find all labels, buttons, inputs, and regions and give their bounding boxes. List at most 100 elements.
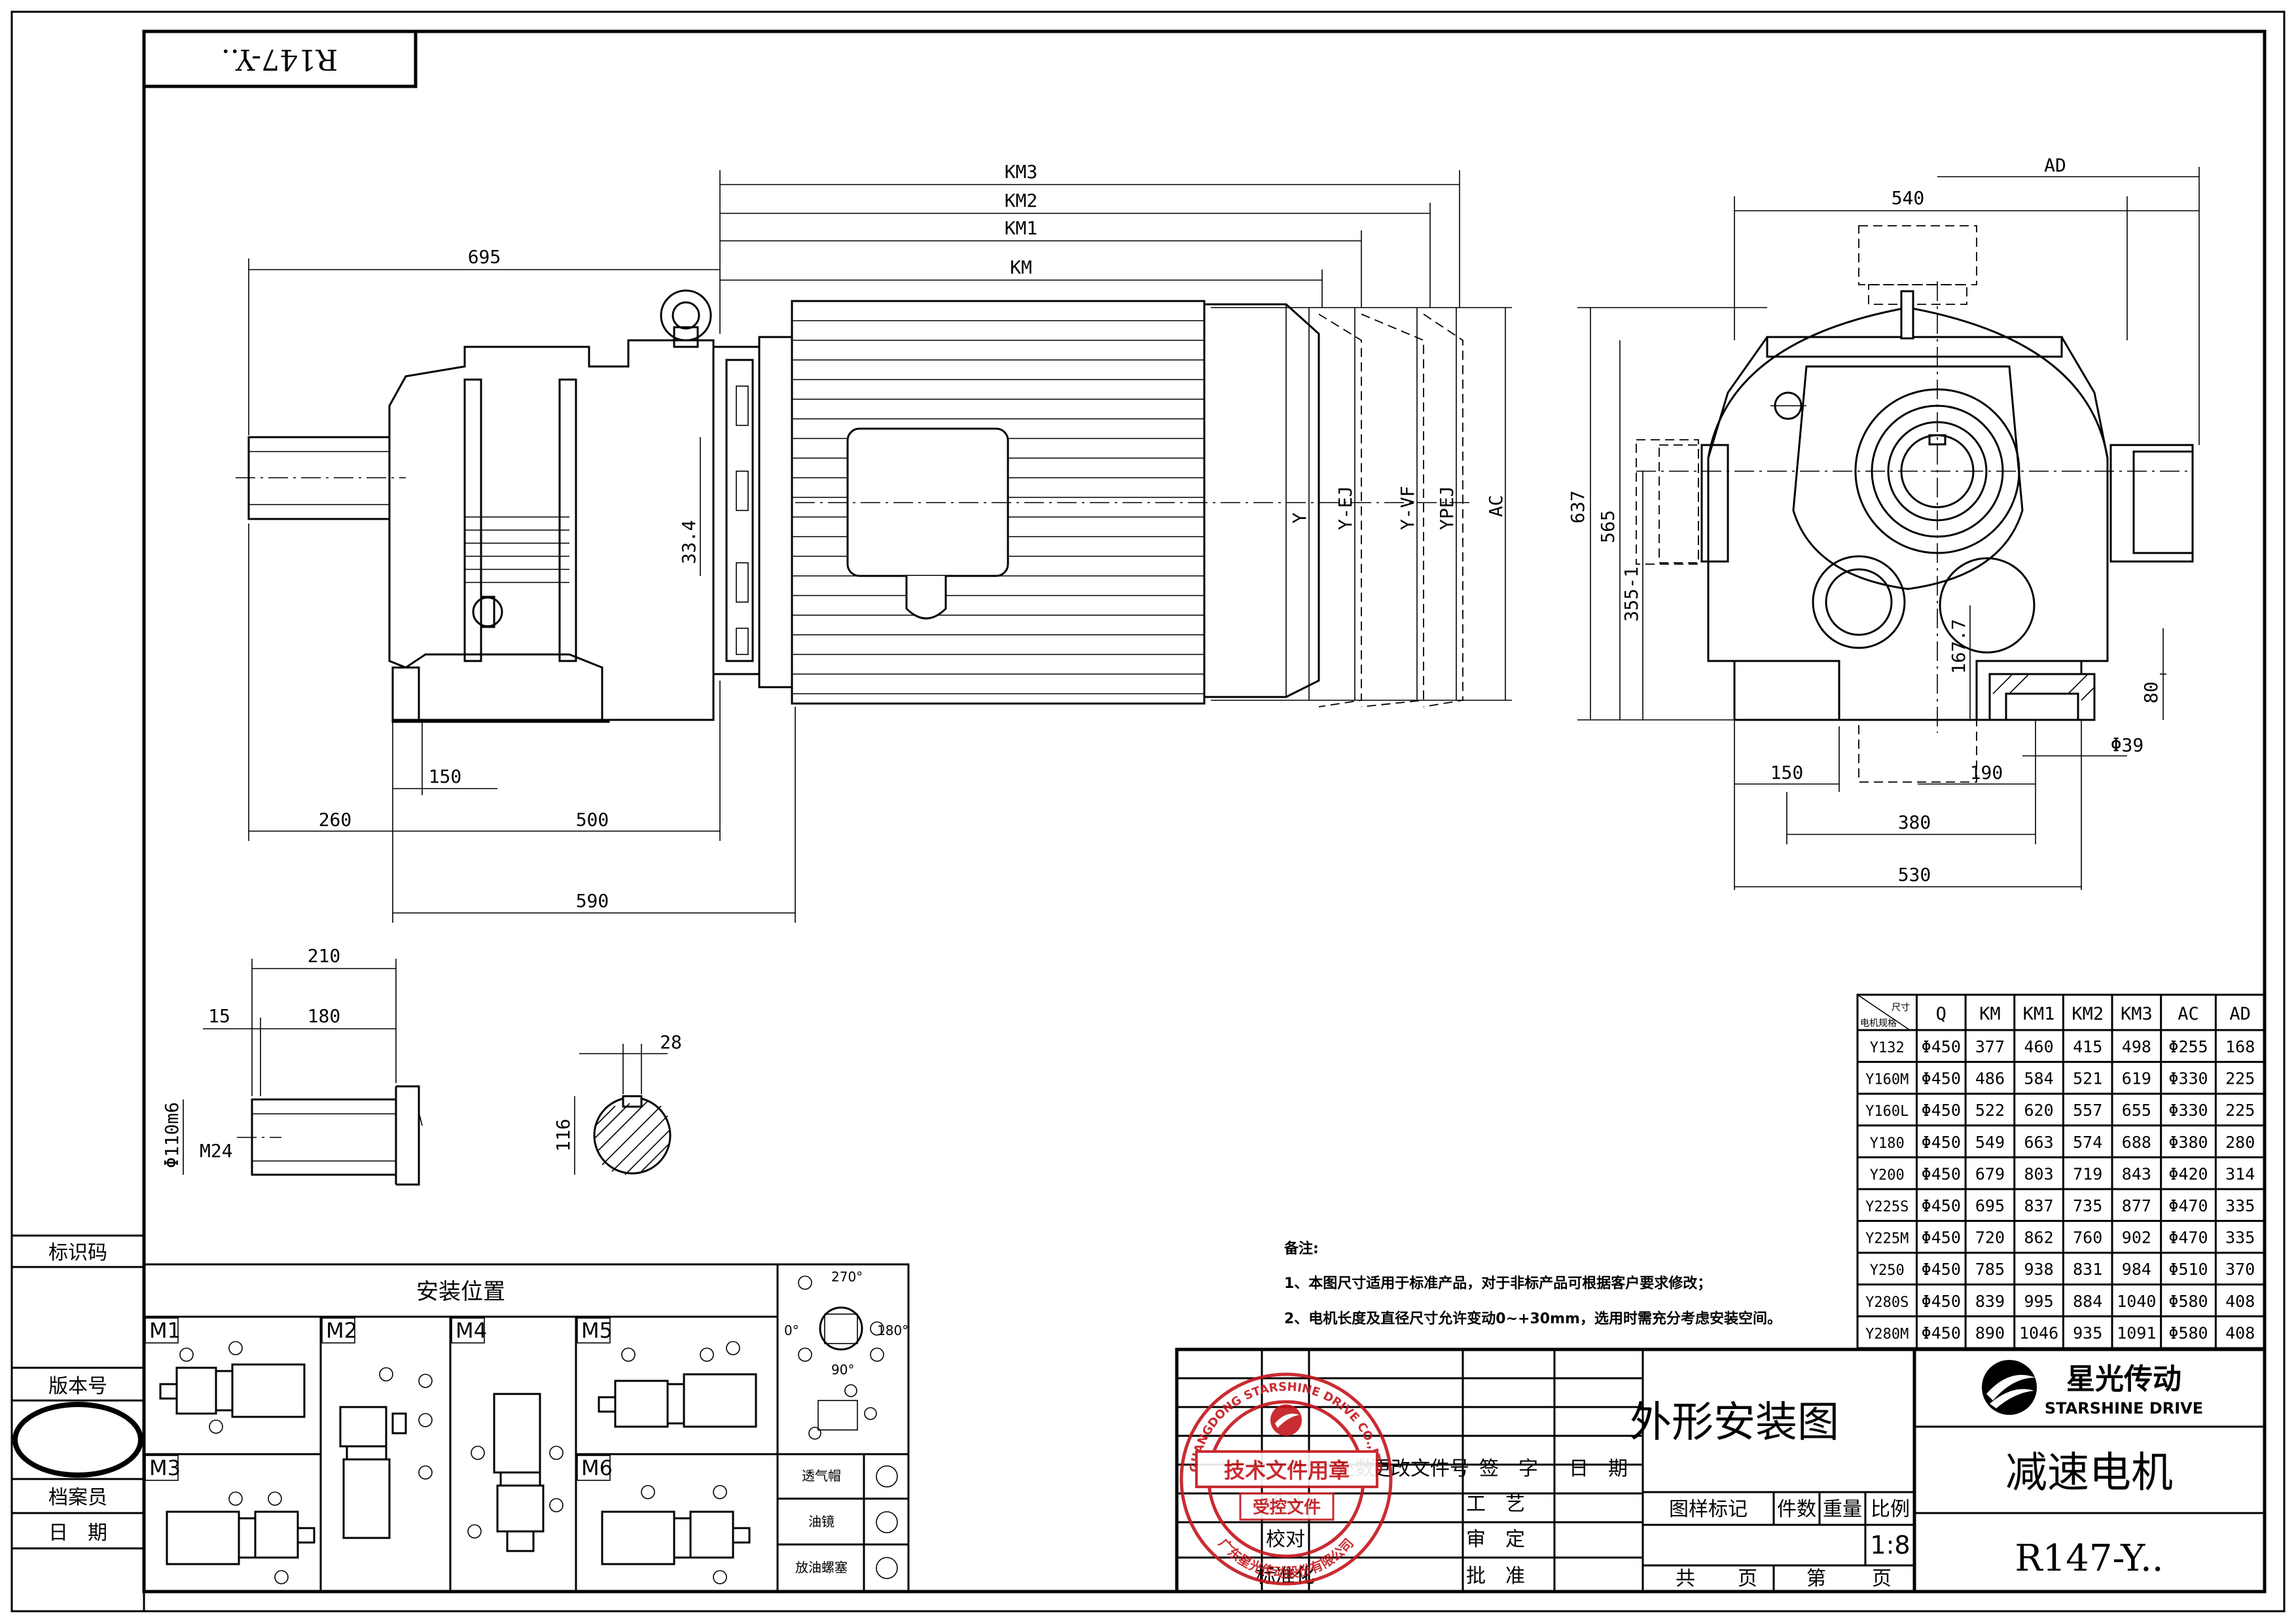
pos-m3: M3 (149, 1455, 181, 1480)
dim-15: 15 (208, 1005, 230, 1027)
table-cell: Φ450 (1922, 1323, 1961, 1342)
label-y: Y (1289, 512, 1310, 524)
table-cell: 877 (2122, 1196, 2151, 1215)
table-row-model: Y132 (1870, 1040, 1905, 1056)
table-cell: 225 (2225, 1101, 2255, 1120)
label-weight: 重量 (1823, 1498, 1862, 1521)
table-row-model: Y200 (1870, 1167, 1905, 1183)
dim-260: 260 (319, 809, 352, 830)
notes-title: 备注: (1283, 1240, 1319, 1257)
table-cell: 720 (1975, 1228, 2005, 1247)
table-cell: 335 (2225, 1228, 2255, 1247)
m4-figure (467, 1393, 564, 1552)
key-section: 28 116 (552, 1031, 682, 1175)
brand-en: STARSHINE DRIVE (2045, 1399, 2203, 1418)
archivist-label: 档案员 (48, 1486, 107, 1509)
lifting-eye (660, 289, 712, 342)
shaft-thread: M24 (200, 1140, 233, 1162)
table-cell: Φ450 (1922, 1069, 1961, 1088)
table-cell: 719 (2073, 1164, 2102, 1183)
label-craft: 工 艺 (1466, 1493, 1525, 1516)
table-row-model: Y160L (1865, 1103, 1909, 1120)
table-cell: Φ450 (1922, 1292, 1961, 1311)
table-cell: 574 (2073, 1133, 2102, 1152)
table-cell: 760 (2073, 1228, 2102, 1247)
table-cell: Φ450 (1922, 1133, 1961, 1152)
m5-figure (598, 1341, 757, 1428)
table-cell: 498 (2122, 1037, 2151, 1056)
dim-637: 637 (1567, 490, 1588, 524)
mounting-title: 安装位置 (416, 1279, 505, 1305)
table-cell: 862 (2024, 1228, 2053, 1247)
table-header: AC (2178, 1004, 2199, 1024)
table-row-model: Y180 (1870, 1135, 1905, 1152)
pos-m6: M6 (581, 1455, 613, 1480)
pos-m5: M5 (581, 1318, 613, 1343)
table-cell: Φ580 (2168, 1323, 2208, 1342)
label-check: 校对 (1266, 1528, 1305, 1551)
label-change-doc: 更改文件号 (1371, 1457, 1469, 1480)
table-cell: 803 (2024, 1164, 2053, 1183)
label-review: 审 定 (1466, 1528, 1525, 1551)
label-qty: 件数 (1777, 1498, 1816, 1521)
brand-logo: 星光传动 STARSHINE DRIVE (1982, 1360, 2203, 1418)
label-yvf: Y-VF (1397, 486, 1418, 530)
table-cell: 655 (2122, 1101, 2151, 1120)
model-number: R147-Y.. (2015, 1537, 2163, 1580)
mounting-panel: 安装位置 M1 M2 M4 M5 M3 M6 (143, 1263, 910, 1593)
stamp-line2: 受控文件 (1253, 1497, 1321, 1518)
dim-695: 695 (468, 246, 501, 268)
outer-border (10, 10, 2286, 1613)
shaft-detail: 210 15 180 Φ110m6 M24 (161, 945, 423, 1186)
label-sheet: 第 (1806, 1567, 1826, 1590)
table-cell: 688 (2122, 1133, 2151, 1152)
notes-line1: 1、本图尺寸适用于标准产品，对于非标产品可根据客户要求修改； (1284, 1275, 1712, 1292)
table-header: KM (1979, 1004, 2001, 1024)
table-cell: Φ330 (2168, 1069, 2208, 1088)
table-header: KM2 (2072, 1004, 2104, 1024)
side-strip: 标识码 版本号 档案员 日 期 (10, 1234, 145, 1613)
label-yej: Y-EJ (1335, 486, 1356, 530)
table-cell: 663 (2024, 1133, 2053, 1152)
label-ypej: YPEJ (1436, 486, 1458, 530)
table-cell: 408 (2225, 1292, 2255, 1311)
dim-190: 190 (1970, 762, 2003, 783)
side-dimensions: 540 AD 637 565 355-1 167.7 80 Φ39 150 19… (1567, 154, 2200, 890)
dim-km1: KM1 (1005, 217, 1038, 239)
table-cell: 521 (2073, 1069, 2102, 1088)
notes-line2: 2、电机长度及直径尺寸允许变动0~+30mm，选用时需充分考虑安装空间。 (1284, 1310, 1782, 1327)
label-page2: 页 (1872, 1567, 1892, 1590)
label-approve: 批 准 (1466, 1565, 1525, 1588)
front-view (236, 289, 1473, 723)
table-cell: 1046 (2019, 1323, 2058, 1342)
dim-33-4: 33.4 (678, 520, 700, 564)
table-cell: Φ255 (2168, 1037, 2208, 1056)
table-cell: Φ420 (2168, 1164, 2208, 1183)
dim-380: 380 (1898, 812, 1931, 833)
table-cell: 549 (1975, 1133, 2005, 1152)
label-ac: AC (1485, 495, 1507, 517)
table-row-model: Y225M (1865, 1231, 1909, 1247)
table-cell: 377 (1975, 1037, 2005, 1056)
mirrored-code-box: R147-Y.. (142, 29, 418, 88)
table-cell: 831 (2073, 1260, 2102, 1279)
angle-270: 270° (831, 1269, 863, 1285)
table-cell: Φ450 (1922, 1260, 1961, 1279)
table-cell: Φ450 (1922, 1101, 1961, 1120)
m2-figure (339, 1367, 433, 1539)
legend-breather: 透气帽 (802, 1468, 841, 1484)
table-cell: 370 (2225, 1260, 2255, 1279)
dim-180: 180 (308, 1005, 341, 1027)
dim-565: 565 (1597, 510, 1619, 543)
notes: 备注: 1、本图尺寸适用于标准产品，对于非标产品可根据客户要求修改； 2、电机长… (1283, 1240, 1782, 1327)
table-cell: 557 (2073, 1101, 2102, 1120)
m1-figure (159, 1341, 306, 1434)
table-cell: 735 (2073, 1196, 2102, 1215)
table-cell: 839 (1975, 1292, 2005, 1311)
dim-167-7: 167.7 (1948, 619, 1969, 674)
version-label: 版本号 (48, 1375, 107, 1398)
table-cell: 1040 (2117, 1292, 2156, 1311)
dim-150-front: 150 (429, 766, 462, 787)
